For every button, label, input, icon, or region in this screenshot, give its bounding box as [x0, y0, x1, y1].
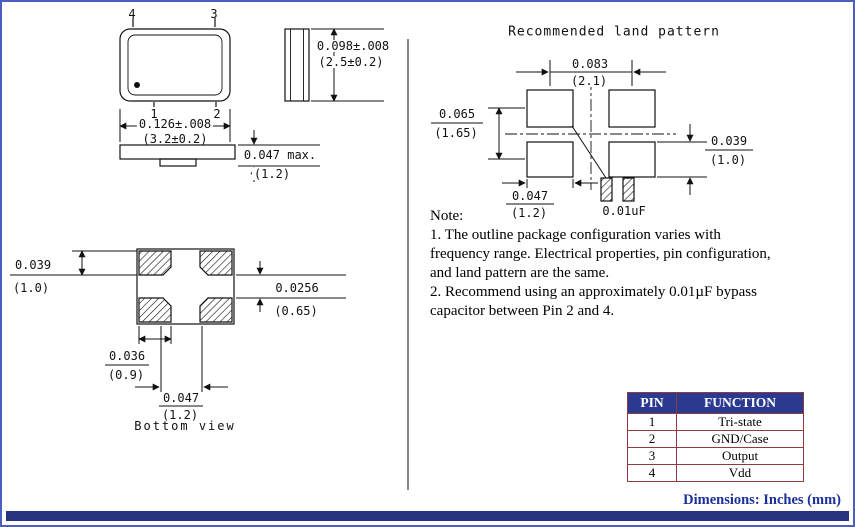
- table-row: 2 GND/Case: [627, 430, 804, 448]
- pin-function-cell: Output: [676, 447, 804, 465]
- bottom-view-drawing: [10, 248, 346, 407]
- body-width-inch-label: 0.126±.008: [136, 117, 214, 131]
- pin-function-table: PIN FUNCTION 1 Tri-state 2 GND/Case 3 Ou…: [627, 392, 804, 482]
- bottom-view-caption: Bottom view: [134, 419, 236, 433]
- pin-number-cell: 4: [627, 464, 677, 482]
- land-pad-width-inch-label: 0.047: [511, 189, 549, 203]
- pin-number-cell: 1: [627, 413, 677, 431]
- pin1-label: 1: [150, 107, 158, 121]
- capacitor-symbol: [571, 125, 635, 202]
- pad-pitch-inch-label: 0.047: [162, 391, 200, 405]
- land-pad-height-mm-label: (1.0): [709, 153, 747, 167]
- pad-height-mm-label: (1.0): [12, 281, 50, 295]
- bottom-accent-bar: [6, 511, 849, 521]
- body-height-inch-label: 0.098±.008: [314, 39, 392, 53]
- table-row: 3 Output: [627, 447, 804, 465]
- pin-column-header: PIN: [627, 392, 677, 414]
- pin4-label: 4: [128, 7, 136, 21]
- body-thickness-mm-label: (1.2): [251, 167, 293, 181]
- land-pitch-y-inch-label: 0.065: [438, 107, 476, 121]
- land-pattern-drawing: [431, 60, 753, 205]
- table-row: 1 Tri-state: [627, 413, 804, 431]
- land-pad-height-inch-label: 0.039: [710, 134, 748, 148]
- pad-pitch-mm-label: (1.2): [161, 408, 199, 422]
- pad-height-inch-label: 0.039: [14, 258, 52, 272]
- pad-width-mm-label: (0.9): [107, 368, 145, 382]
- note-title: Note:: [430, 208, 464, 224]
- pin-function-cell: Tri-state: [676, 413, 804, 431]
- land-pitch-x-mm-label: (2.1): [568, 74, 610, 88]
- pin3-label: 3: [210, 7, 218, 21]
- table-header-row: PIN FUNCTION: [627, 392, 804, 414]
- pin-function-cell: GND/Case: [676, 430, 804, 448]
- pad-gap-inch-label: 0.0256: [275, 281, 319, 295]
- body-width-mm-label: (3.2±0.2): [142, 132, 208, 146]
- pin1-marker-dot: [134, 82, 140, 88]
- pin-number-cell: 2: [627, 430, 677, 448]
- note-line: 2. Recommend using an approximately 0.01…: [430, 284, 757, 300]
- body-thickness-inch-label: 0.047 max.: [243, 148, 317, 162]
- land-pad-width-mm-label: (1.2): [510, 206, 548, 220]
- pad-width-inch-label: 0.036: [108, 349, 146, 363]
- pin-function-cell: Vdd: [676, 464, 804, 482]
- note-line: capacitor between Pin 2 and 4.: [430, 303, 615, 319]
- dimensions-units-note: Dimensions: Inches (mm): [683, 492, 841, 508]
- capacitor-value-label: 0.01uF: [602, 204, 646, 218]
- land-pitch-y-mm-label: (1.65): [434, 126, 478, 140]
- pad-gap-mm-label: (0.65): [274, 304, 318, 318]
- function-column-header: FUNCTION: [676, 392, 804, 414]
- pin-number-cell: 3: [627, 447, 677, 465]
- land-pattern-title: Recommended land pattern: [508, 24, 720, 40]
- pin2-label: 2: [213, 107, 221, 121]
- body-height-mm-label: (2.5±0.2): [316, 55, 386, 69]
- note-line: and land pattern are the same.: [430, 265, 610, 281]
- land-pitch-x-inch-label: 0.083: [571, 57, 609, 71]
- note-block: Note: 1. The outline package configurati…: [430, 207, 815, 321]
- note-line: 1. The outline package configuration var…: [430, 227, 721, 243]
- note-line: frequency range. Electrical properties, …: [430, 246, 771, 262]
- table-row: 4 Vdd: [627, 464, 804, 482]
